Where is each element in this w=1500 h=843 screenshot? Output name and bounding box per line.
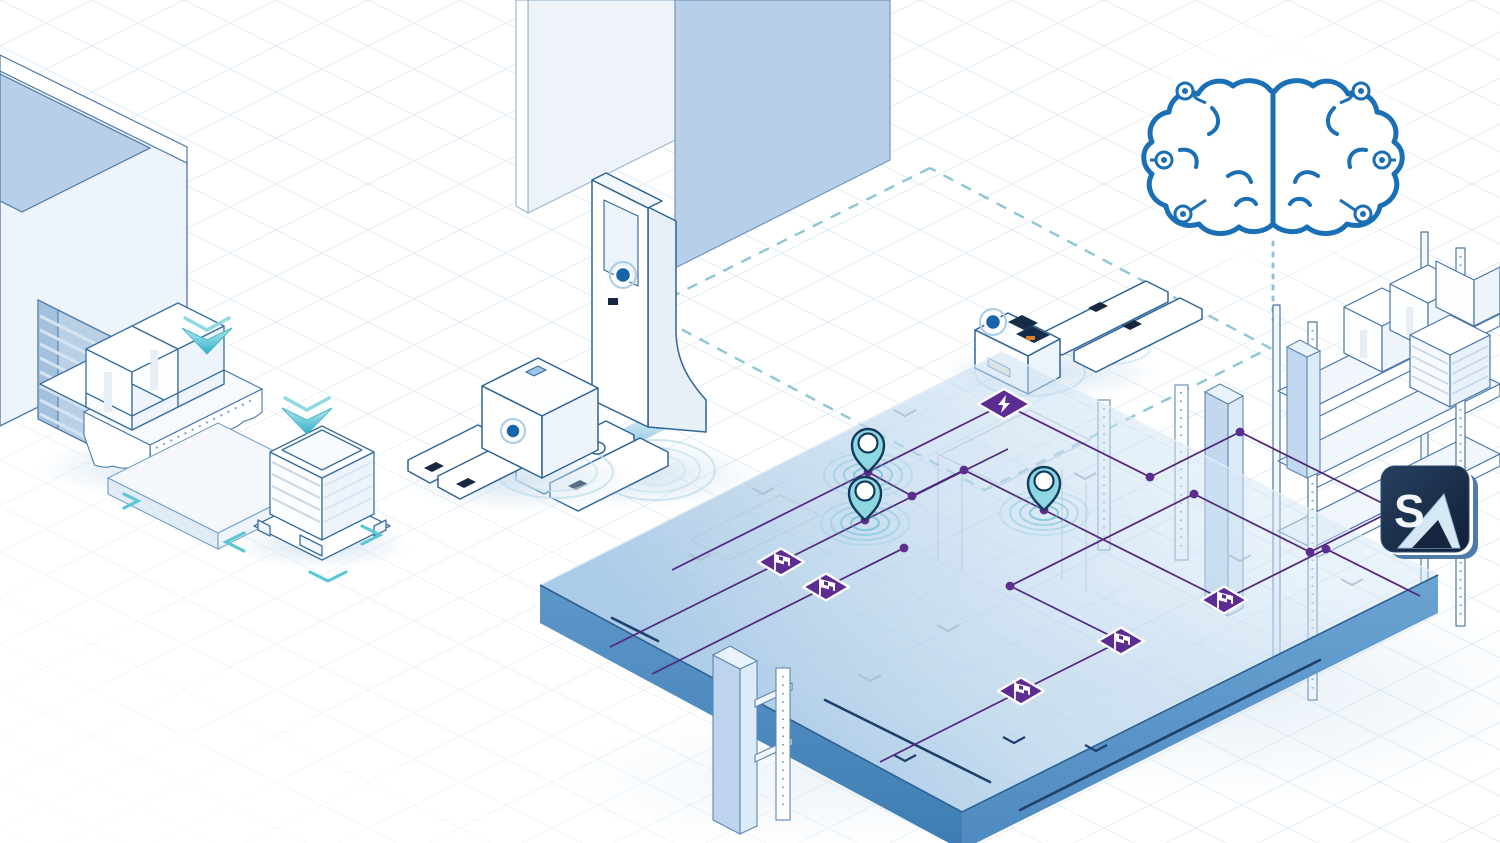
navigation-sensor-icon bbox=[500, 418, 526, 444]
navigation-sensor-icon bbox=[979, 308, 1007, 336]
goods-flow-arrows bbox=[181, 316, 333, 435]
logo-letter: S bbox=[1394, 485, 1425, 537]
map-ghost-sketch bbox=[688, 409, 1092, 592]
circuit-nodes bbox=[1150, 81, 1396, 224]
rack-boxes bbox=[1343, 260, 1500, 373]
software-logo: S bbox=[1380, 465, 1478, 559]
pallet-truck-agv-1 bbox=[400, 357, 640, 512]
navigation-sensor-icon bbox=[609, 261, 637, 289]
location-pin-icon bbox=[820, 475, 910, 546]
placement-zone-brackets bbox=[122, 492, 384, 583]
destination-flag-icon bbox=[996, 676, 1046, 706]
down-arrow-icon bbox=[281, 396, 333, 435]
pallet-boxes-stack bbox=[39, 302, 225, 431]
map-floor-marks bbox=[688, 409, 1364, 683]
location-pins bbox=[820, 427, 1089, 546]
destination-flag-icon bbox=[801, 572, 851, 602]
crate-on-pallet bbox=[122, 425, 412, 583]
rack-ribbed-crate bbox=[1409, 314, 1491, 408]
ai-brain-icon bbox=[1128, 5, 1418, 322]
destination-flag-icon bbox=[1199, 585, 1249, 615]
down-arrow-icon bbox=[181, 316, 233, 355]
destination-flag-icon bbox=[756, 547, 806, 577]
map-wall-lines bbox=[610, 616, 1322, 812]
location-pin-icon bbox=[823, 427, 913, 498]
location-pin-icon bbox=[999, 465, 1089, 536]
map-edge-southeast bbox=[962, 575, 1438, 843]
charging-station-icon bbox=[976, 387, 1032, 421]
warehouse-wall-blue-panel bbox=[674, 0, 891, 269]
warehouse-pillars-front bbox=[711, 645, 793, 835]
destination-flag-icon bbox=[1096, 626, 1146, 656]
map-stations bbox=[756, 387, 1249, 706]
